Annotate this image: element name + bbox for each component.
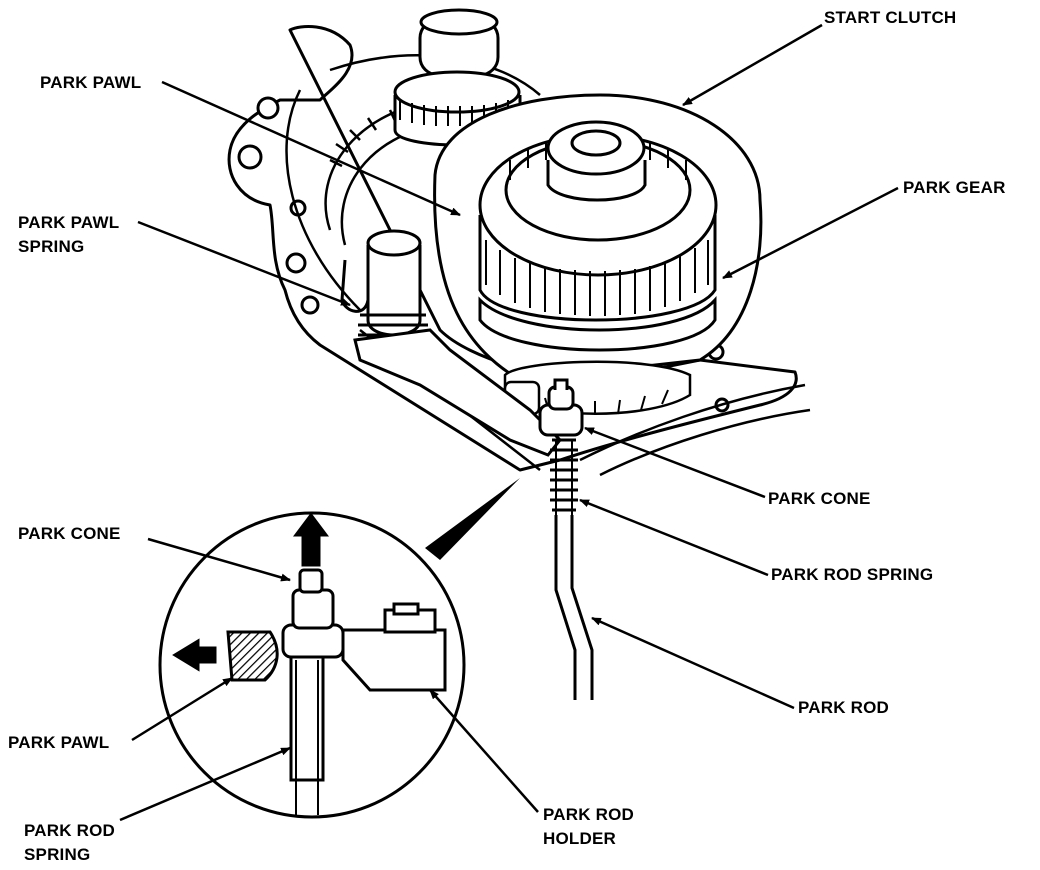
detail-view [172, 512, 447, 815]
label-park-pawl-detail: PARK PAWL [8, 733, 110, 752]
intermediate-gear [503, 360, 692, 416]
park-rod-spring-main [550, 438, 578, 515]
label-park-rod-spring-detail-line2: SPRING [24, 845, 91, 864]
leader-lines [119, 23, 899, 822]
label-park-rod-holder-line1: PARK ROD [543, 805, 635, 824]
label-park-pawl-spring-line2: SPRING [18, 237, 85, 256]
label-park-pawl-spring-line1: PARK PAWL [18, 213, 120, 232]
label-park-cone-main: PARK CONE [768, 489, 871, 508]
label-park-rod: PARK ROD [798, 698, 890, 717]
label-park-rod-spring-detail-line1: PARK ROD [24, 821, 116, 840]
label-park-cone-detail: PARK CONE [18, 524, 121, 543]
park-pawl [353, 328, 563, 457]
start-clutch [433, 93, 763, 382]
park-rod-main [554, 515, 594, 700]
label-park-rod-holder-line2: HOLDER [543, 829, 616, 848]
label-park-rod-spring-main: PARK ROD SPRING [771, 565, 934, 584]
label-park-gear: PARK GEAR [903, 178, 1006, 197]
park-cone-main [538, 378, 584, 437]
label-park-pawl: PARK PAWL [40, 73, 142, 92]
label-start-clutch: START CLUTCH [824, 8, 957, 27]
